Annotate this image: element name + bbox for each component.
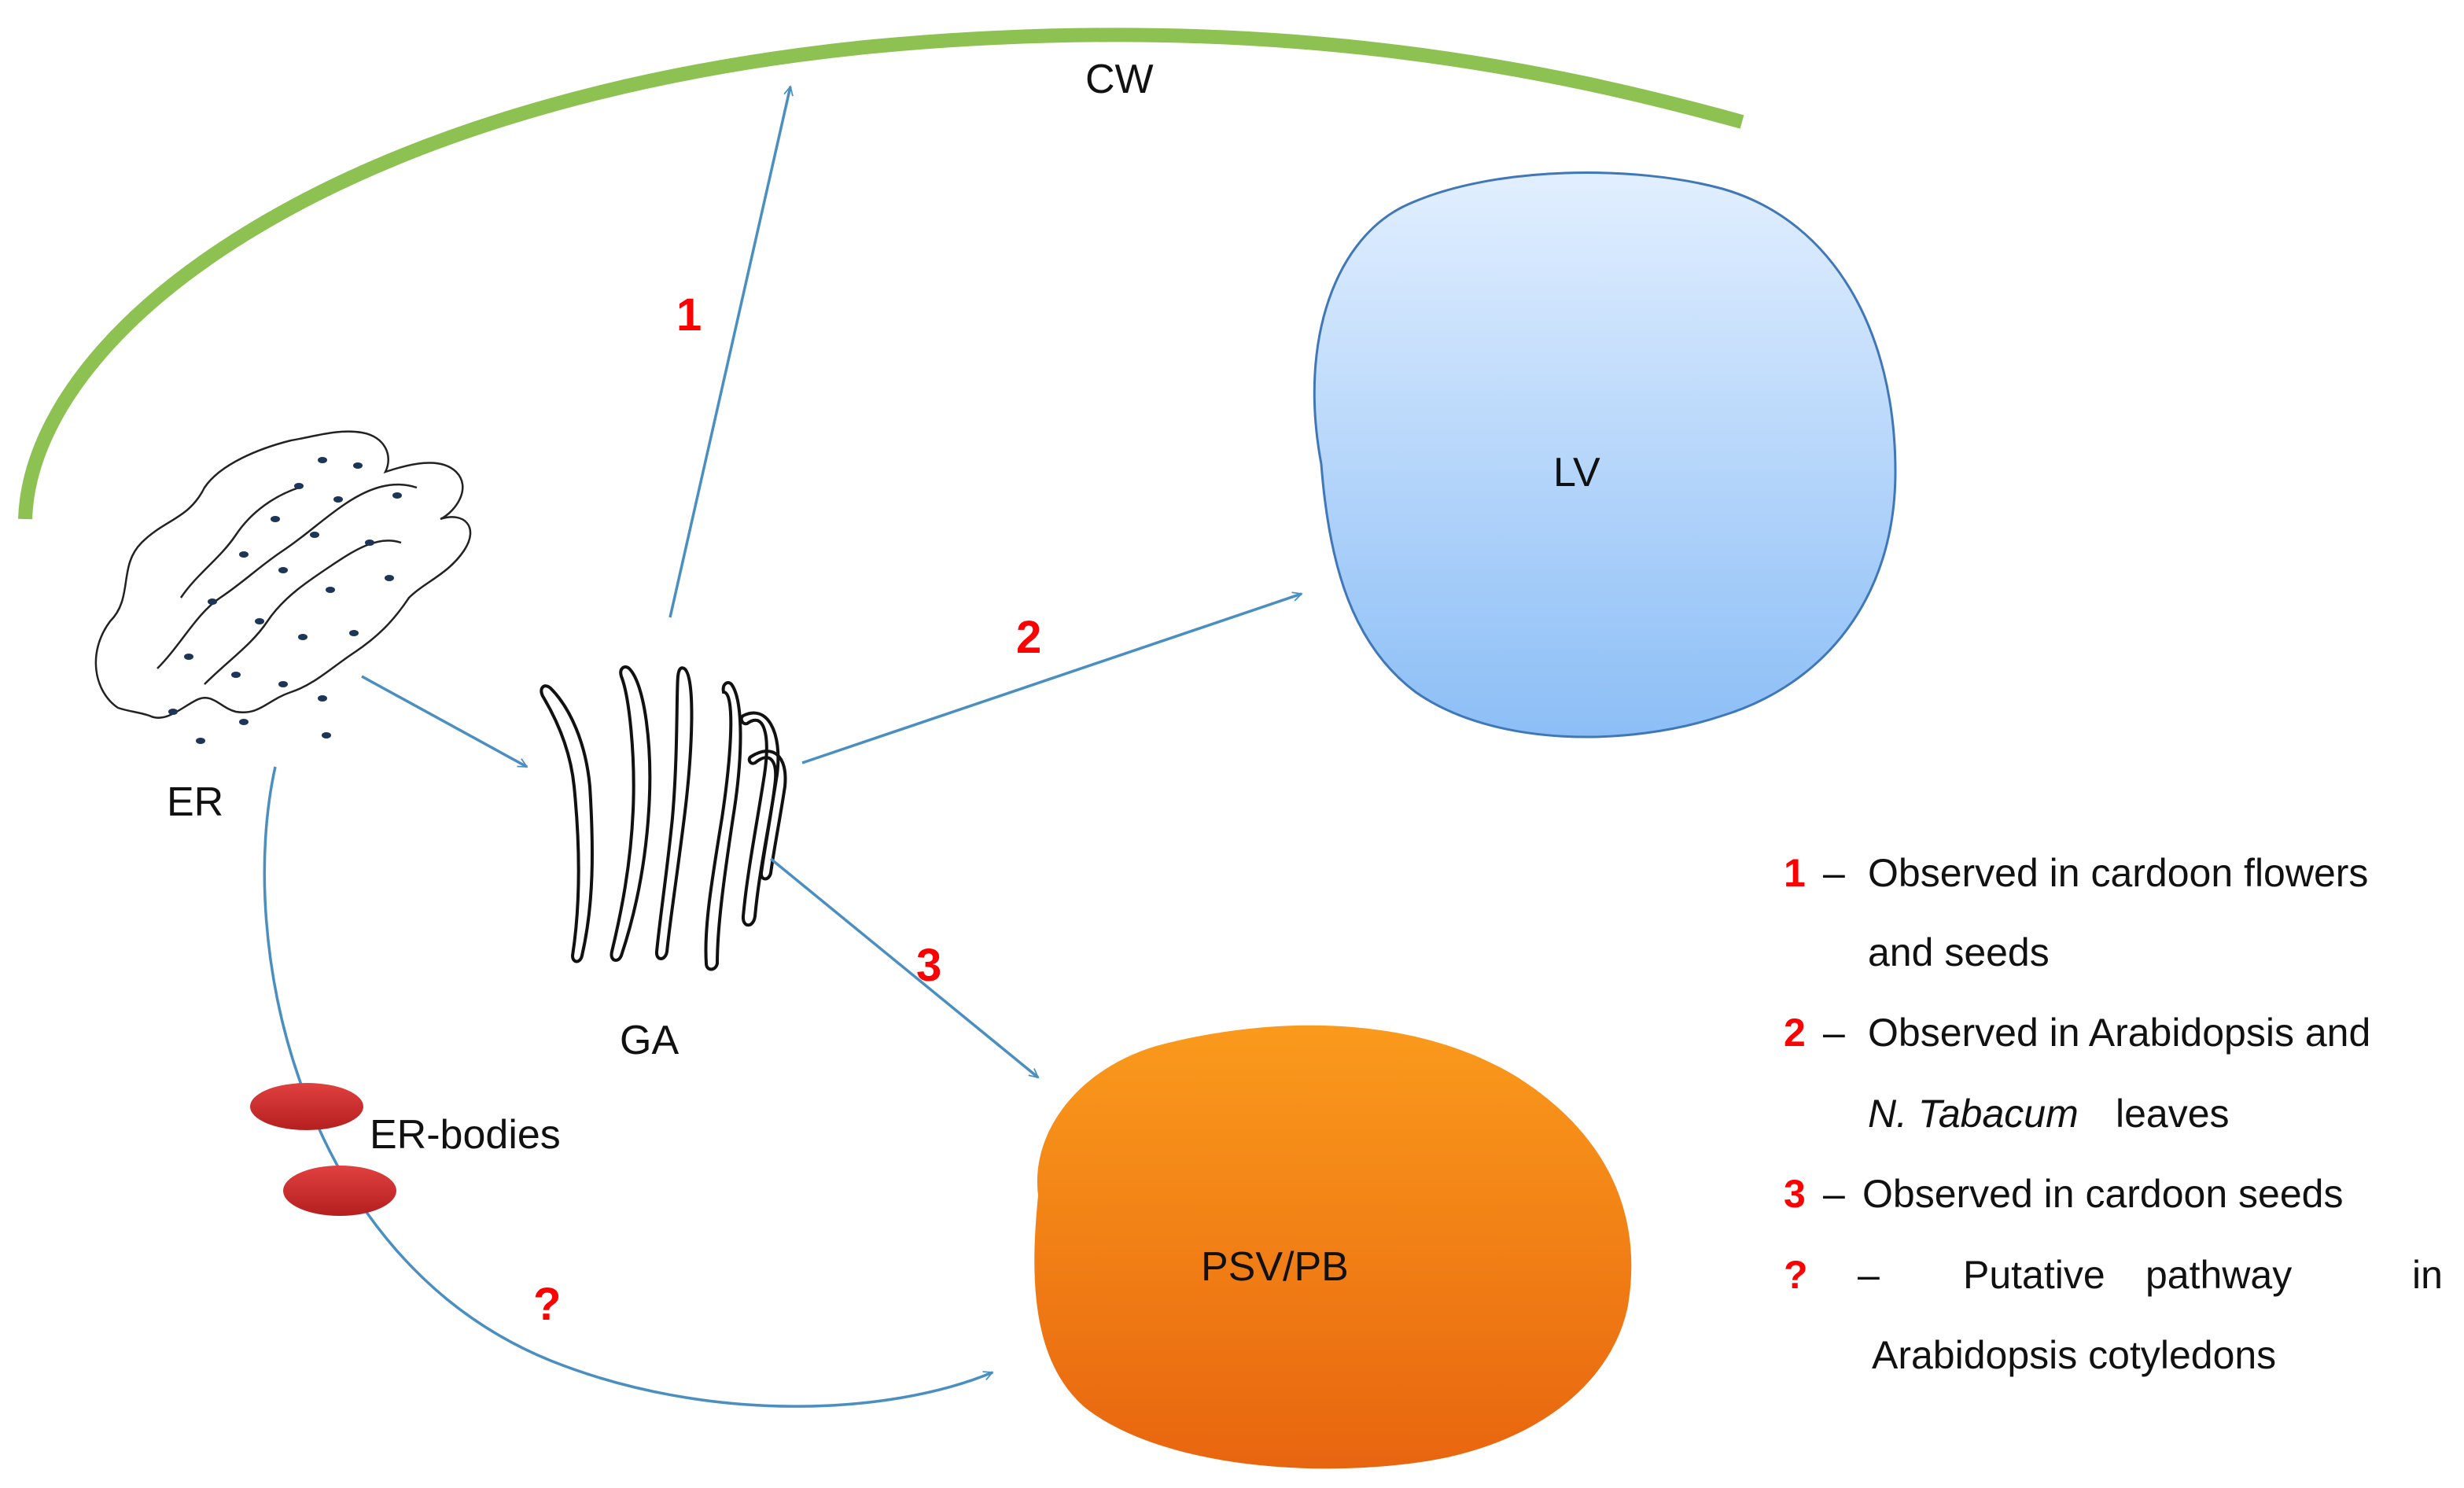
golgi-apparatus [540,665,787,971]
label-er-bodies: ER-bodies [370,1112,561,1158]
psv-pb [1034,1025,1632,1469]
cell-wall [18,28,1744,520]
label-psv-pb: PSV/PB [1201,1244,1349,1290]
legend-item-question-word-3: in [2412,1253,2443,1297]
legend-dash-1: – [1823,851,1845,895]
legend-item-2-line-1: Observed in Arabidopsis and [1868,1011,2370,1055]
legend-marker-1: 1 [1784,851,1806,895]
legend-item-3-line-1: Observed in cardoon seeds [1862,1172,2343,1216]
legend: 1 – Observed in cardoon flowers and seed… [1784,851,2443,1377]
arrow-ga-to-lv [801,594,1302,764]
arrow-ga-to-psv [769,857,1038,1079]
arrow-er-to-psv [263,766,993,1408]
arrow-er-to-ga [361,675,527,768]
pathway-marker-3: 3 [916,940,941,991]
er-bodies [250,1083,396,1216]
legend-item-question-line-2: Arabidopsis cotyledons [1872,1333,2276,1377]
legend-marker-3: 3 [1784,1172,1806,1216]
legend-dash-2: – [1823,1011,1845,1055]
label-er: ER [167,779,223,825]
legend-item-2-line-2: leaves [2116,1092,2230,1136]
endoplasmic-reticulum [94,430,472,744]
large-vacuole [1313,171,1897,738]
arrow-ga-to-cw [668,87,790,618]
legend-item-question-word-1: Putative [1963,1253,2105,1297]
legend-marker-question: ? [1784,1253,1808,1297]
legend-item-1-line-2: and seeds [1868,930,2050,974]
pathway-marker-1: 1 [676,289,702,341]
label-ga: GA [620,1018,679,1063]
legend-item-1-line-1: Observed in cardoon flowers [1868,851,2368,895]
arrows [263,87,1302,1408]
legend-item-2-italic: N. Tabacum [1868,1092,2079,1136]
legend-dash-question: – [1858,1253,1880,1297]
label-cw: CW [1085,57,1154,102]
pathway-marker-2: 2 [1016,612,1041,663]
legend-item-question-word-2: pathway [2145,1253,2292,1297]
pathway-marker-question: ? [533,1279,561,1330]
legend-marker-2: 2 [1784,1011,1806,1055]
label-lv: LV [1553,450,1600,495]
legend-dash-3: – [1823,1172,1845,1216]
